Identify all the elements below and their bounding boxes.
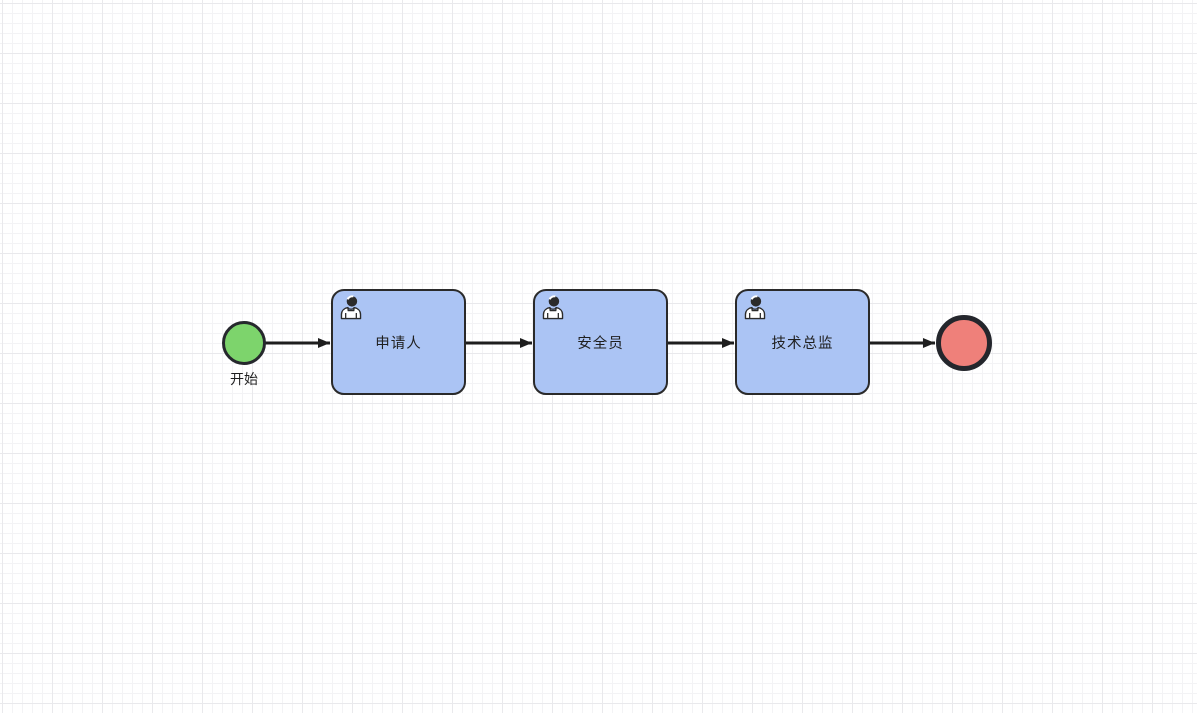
user-icon — [542, 295, 564, 320]
start-event-label: 开始 — [230, 371, 258, 387]
user-icon — [340, 295, 362, 320]
task-label-applicant: 申请人 — [375, 335, 422, 352]
task-label-safety-officer: 安全员 — [577, 335, 624, 352]
start-event-node[interactable] — [222, 321, 266, 365]
task-node-tech-director[interactable]: 技术总监 — [735, 289, 870, 395]
task-node-safety-officer[interactable]: 安全员 — [533, 289, 668, 395]
task-node-applicant[interactable]: 申请人 — [331, 289, 466, 395]
task-label-tech-director: 技术总监 — [771, 335, 834, 352]
end-event-node[interactable] — [936, 315, 992, 371]
user-icon — [744, 295, 766, 320]
